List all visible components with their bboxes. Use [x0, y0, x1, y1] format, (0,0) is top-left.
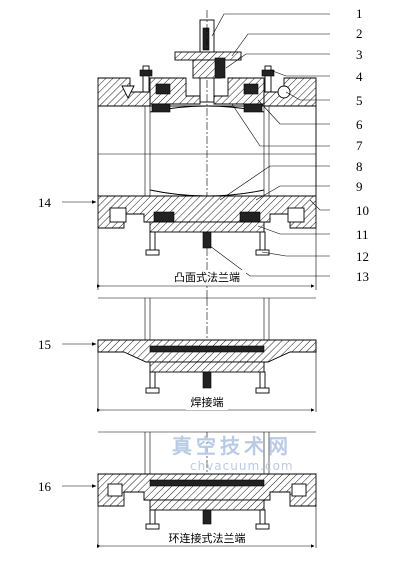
caption-ring-joint: 环连接式法兰端 — [169, 531, 246, 545]
watermark-text: 真空技术网 — [172, 434, 292, 458]
callout-8: 8 — [356, 159, 363, 174]
valve-variant-ring-joint — [97, 431, 317, 548]
variant-label-15: 15 — [38, 337, 51, 352]
callout-3: 3 — [356, 47, 363, 62]
callout-7: 7 — [356, 138, 363, 153]
variant-label-16: 16 — [38, 479, 52, 494]
bottom-cover — [149, 221, 265, 233]
watermark-url: chvacuum.com — [190, 459, 294, 473]
callout-10: 10 — [356, 203, 369, 218]
variant-label-14: 14 — [38, 195, 52, 210]
callout-leaders — [62, 13, 330, 488]
callout-4: 4 — [356, 69, 363, 84]
gland-plate — [174, 51, 242, 61]
valve-assembly-raised-face — [97, 10, 317, 300]
callout-11: 11 — [356, 227, 369, 242]
callout-12: 12 — [356, 249, 369, 264]
callout-5: 5 — [356, 93, 363, 108]
caption-welded: 焊接端 — [191, 395, 224, 409]
callout-13: 13 — [356, 269, 369, 284]
caption-raised-face: 凸面式法兰端 — [174, 270, 240, 284]
callout-6: 6 — [356, 117, 363, 132]
callout-1: 1 — [356, 6, 363, 21]
callout-9: 9 — [356, 179, 363, 194]
valve-variant-welded — [97, 297, 317, 412]
callout-2: 2 — [356, 26, 363, 41]
